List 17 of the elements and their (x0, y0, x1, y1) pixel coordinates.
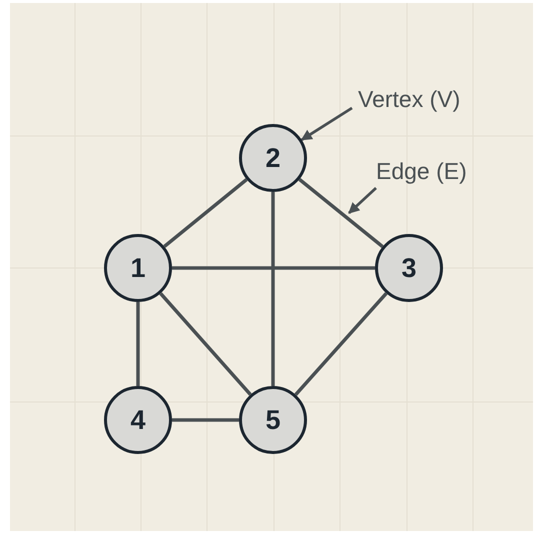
annotation-label: Edge (E) (376, 158, 467, 186)
vertex-number: 4 (130, 406, 146, 434)
graph-edge (163, 178, 248, 248)
graph-edge (294, 292, 388, 396)
pointer-arrow (348, 186, 377, 214)
graph-edge (159, 292, 252, 396)
pointer-arrow (300, 106, 353, 141)
graph-edge (136, 302, 140, 386)
graph-edge (172, 418, 239, 422)
graph-edge (172, 266, 375, 270)
vertex-number: 2 (265, 144, 281, 172)
vertex-number: 3 (401, 254, 417, 282)
graph-edge (271, 192, 275, 386)
vertex-number: 5 (265, 406, 281, 434)
graph-edge (298, 178, 384, 248)
annotation-label: Vertex (V) (358, 86, 460, 114)
vertex-number: 1 (130, 254, 146, 282)
